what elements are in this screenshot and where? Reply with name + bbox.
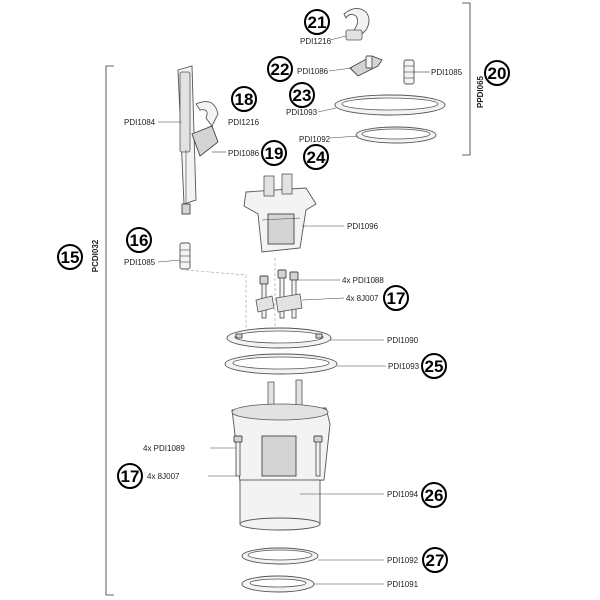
label-pdi1085-top: PDI1085 xyxy=(431,68,463,77)
callout-26: 26 xyxy=(421,482,447,508)
leader-line xyxy=(329,35,347,41)
svg-text:20: 20 xyxy=(488,64,507,83)
spring-pdi1085-side xyxy=(179,242,191,270)
lever-pdi1084 xyxy=(177,65,197,215)
label-pdi1088: 4x PDI1088 xyxy=(342,276,384,285)
callout-19: 19 xyxy=(261,140,287,166)
svg-text:17: 17 xyxy=(387,289,406,308)
carrier-pdi1096 xyxy=(243,173,317,253)
axis-guide-line xyxy=(185,269,247,330)
callout-16: 16 xyxy=(126,227,152,253)
label-pdi1086-side: PDI1086 xyxy=(228,149,260,158)
label-pdi1089: 4x PDI1089 xyxy=(143,444,185,453)
label-8j007-bottom: 4x 8J007 xyxy=(147,472,180,481)
base-pdi1091 xyxy=(241,575,315,593)
kit-bracket-pcdi032 xyxy=(105,65,114,596)
svg-text:25: 25 xyxy=(425,357,444,376)
leader-line xyxy=(317,107,337,113)
kit-label-ppdi065: PPDI065 xyxy=(476,75,485,108)
svg-text:26: 26 xyxy=(425,486,444,505)
label-pdi1092-bottom: PDI1092 xyxy=(387,556,419,565)
kit-bracket-ppdi065 xyxy=(462,2,471,156)
label-8j007-top: 4x 8J007 xyxy=(346,294,379,303)
callout-20: 20 xyxy=(484,60,510,86)
leader-line xyxy=(157,259,181,263)
svg-text:22: 22 xyxy=(271,60,290,79)
svg-text:18: 18 xyxy=(235,90,254,109)
plate-pdi1090 xyxy=(226,327,332,349)
kit-label-pcdi032: PCDI032 xyxy=(91,239,100,272)
svg-text:21: 21 xyxy=(308,13,327,32)
label-pdi1090: PDI1090 xyxy=(387,336,419,345)
ring-pdi1093-top xyxy=(334,94,446,116)
screws-pdi1089 xyxy=(233,435,323,477)
svg-text:27: 27 xyxy=(426,551,445,570)
callout-21: 21 xyxy=(304,9,330,35)
svg-text:16: 16 xyxy=(130,231,149,250)
label-pdi1091: PDI1091 xyxy=(387,580,419,589)
spring-pdi1085-top xyxy=(403,59,415,85)
svg-text:19: 19 xyxy=(265,144,284,163)
label-pdi1085-side: PDI1085 xyxy=(124,258,156,267)
callout-18: 18 xyxy=(231,86,257,112)
callout-27: 27 xyxy=(422,547,448,573)
latch-pdi1086-side xyxy=(191,125,219,157)
label-pdi1092-top: PDI1092 xyxy=(299,135,331,144)
svg-text:17: 17 xyxy=(121,467,140,486)
clip-pdi1216-top xyxy=(343,8,370,41)
label-pdi1084: PDI1084 xyxy=(124,118,156,127)
latch-pdi1086-top xyxy=(349,55,383,77)
callout-22: 22 xyxy=(267,56,293,82)
callout-24: 24 xyxy=(303,144,329,170)
ring-pdi1093-mid xyxy=(224,353,338,375)
leader-line xyxy=(329,135,359,139)
label-pdi1086-top: PDI1086 xyxy=(297,67,329,76)
callout-17-top: 17 xyxy=(383,285,409,311)
housing-pdi1094 xyxy=(231,379,331,531)
label-pdi1096: PDI1096 xyxy=(347,222,379,231)
clip-pdi1216-side xyxy=(195,101,219,127)
svg-text:23: 23 xyxy=(293,86,312,105)
callout-23: 23 xyxy=(289,82,315,108)
label-pdi1216-side: PDI1216 xyxy=(228,118,260,127)
svg-text:24: 24 xyxy=(307,148,326,167)
ring-pdi1092-bottom xyxy=(241,547,319,565)
leader-line xyxy=(301,297,345,301)
screws-pdi1088-top xyxy=(255,269,303,319)
label-pdi1216-top: PDI1216 xyxy=(300,37,332,46)
leader-line xyxy=(328,67,353,72)
svg-text:15: 15 xyxy=(61,248,80,267)
ring-pdi1092-top xyxy=(355,126,437,144)
callout-15: 15 xyxy=(57,244,83,270)
label-pdi1093-mid: PDI1093 xyxy=(388,362,420,371)
callout-25: 25 xyxy=(421,353,447,379)
label-pdi1093-top: PDI1093 xyxy=(286,108,318,117)
label-pdi1094: PDI1094 xyxy=(387,490,419,499)
callout-17-bottom: 17 xyxy=(117,463,143,489)
